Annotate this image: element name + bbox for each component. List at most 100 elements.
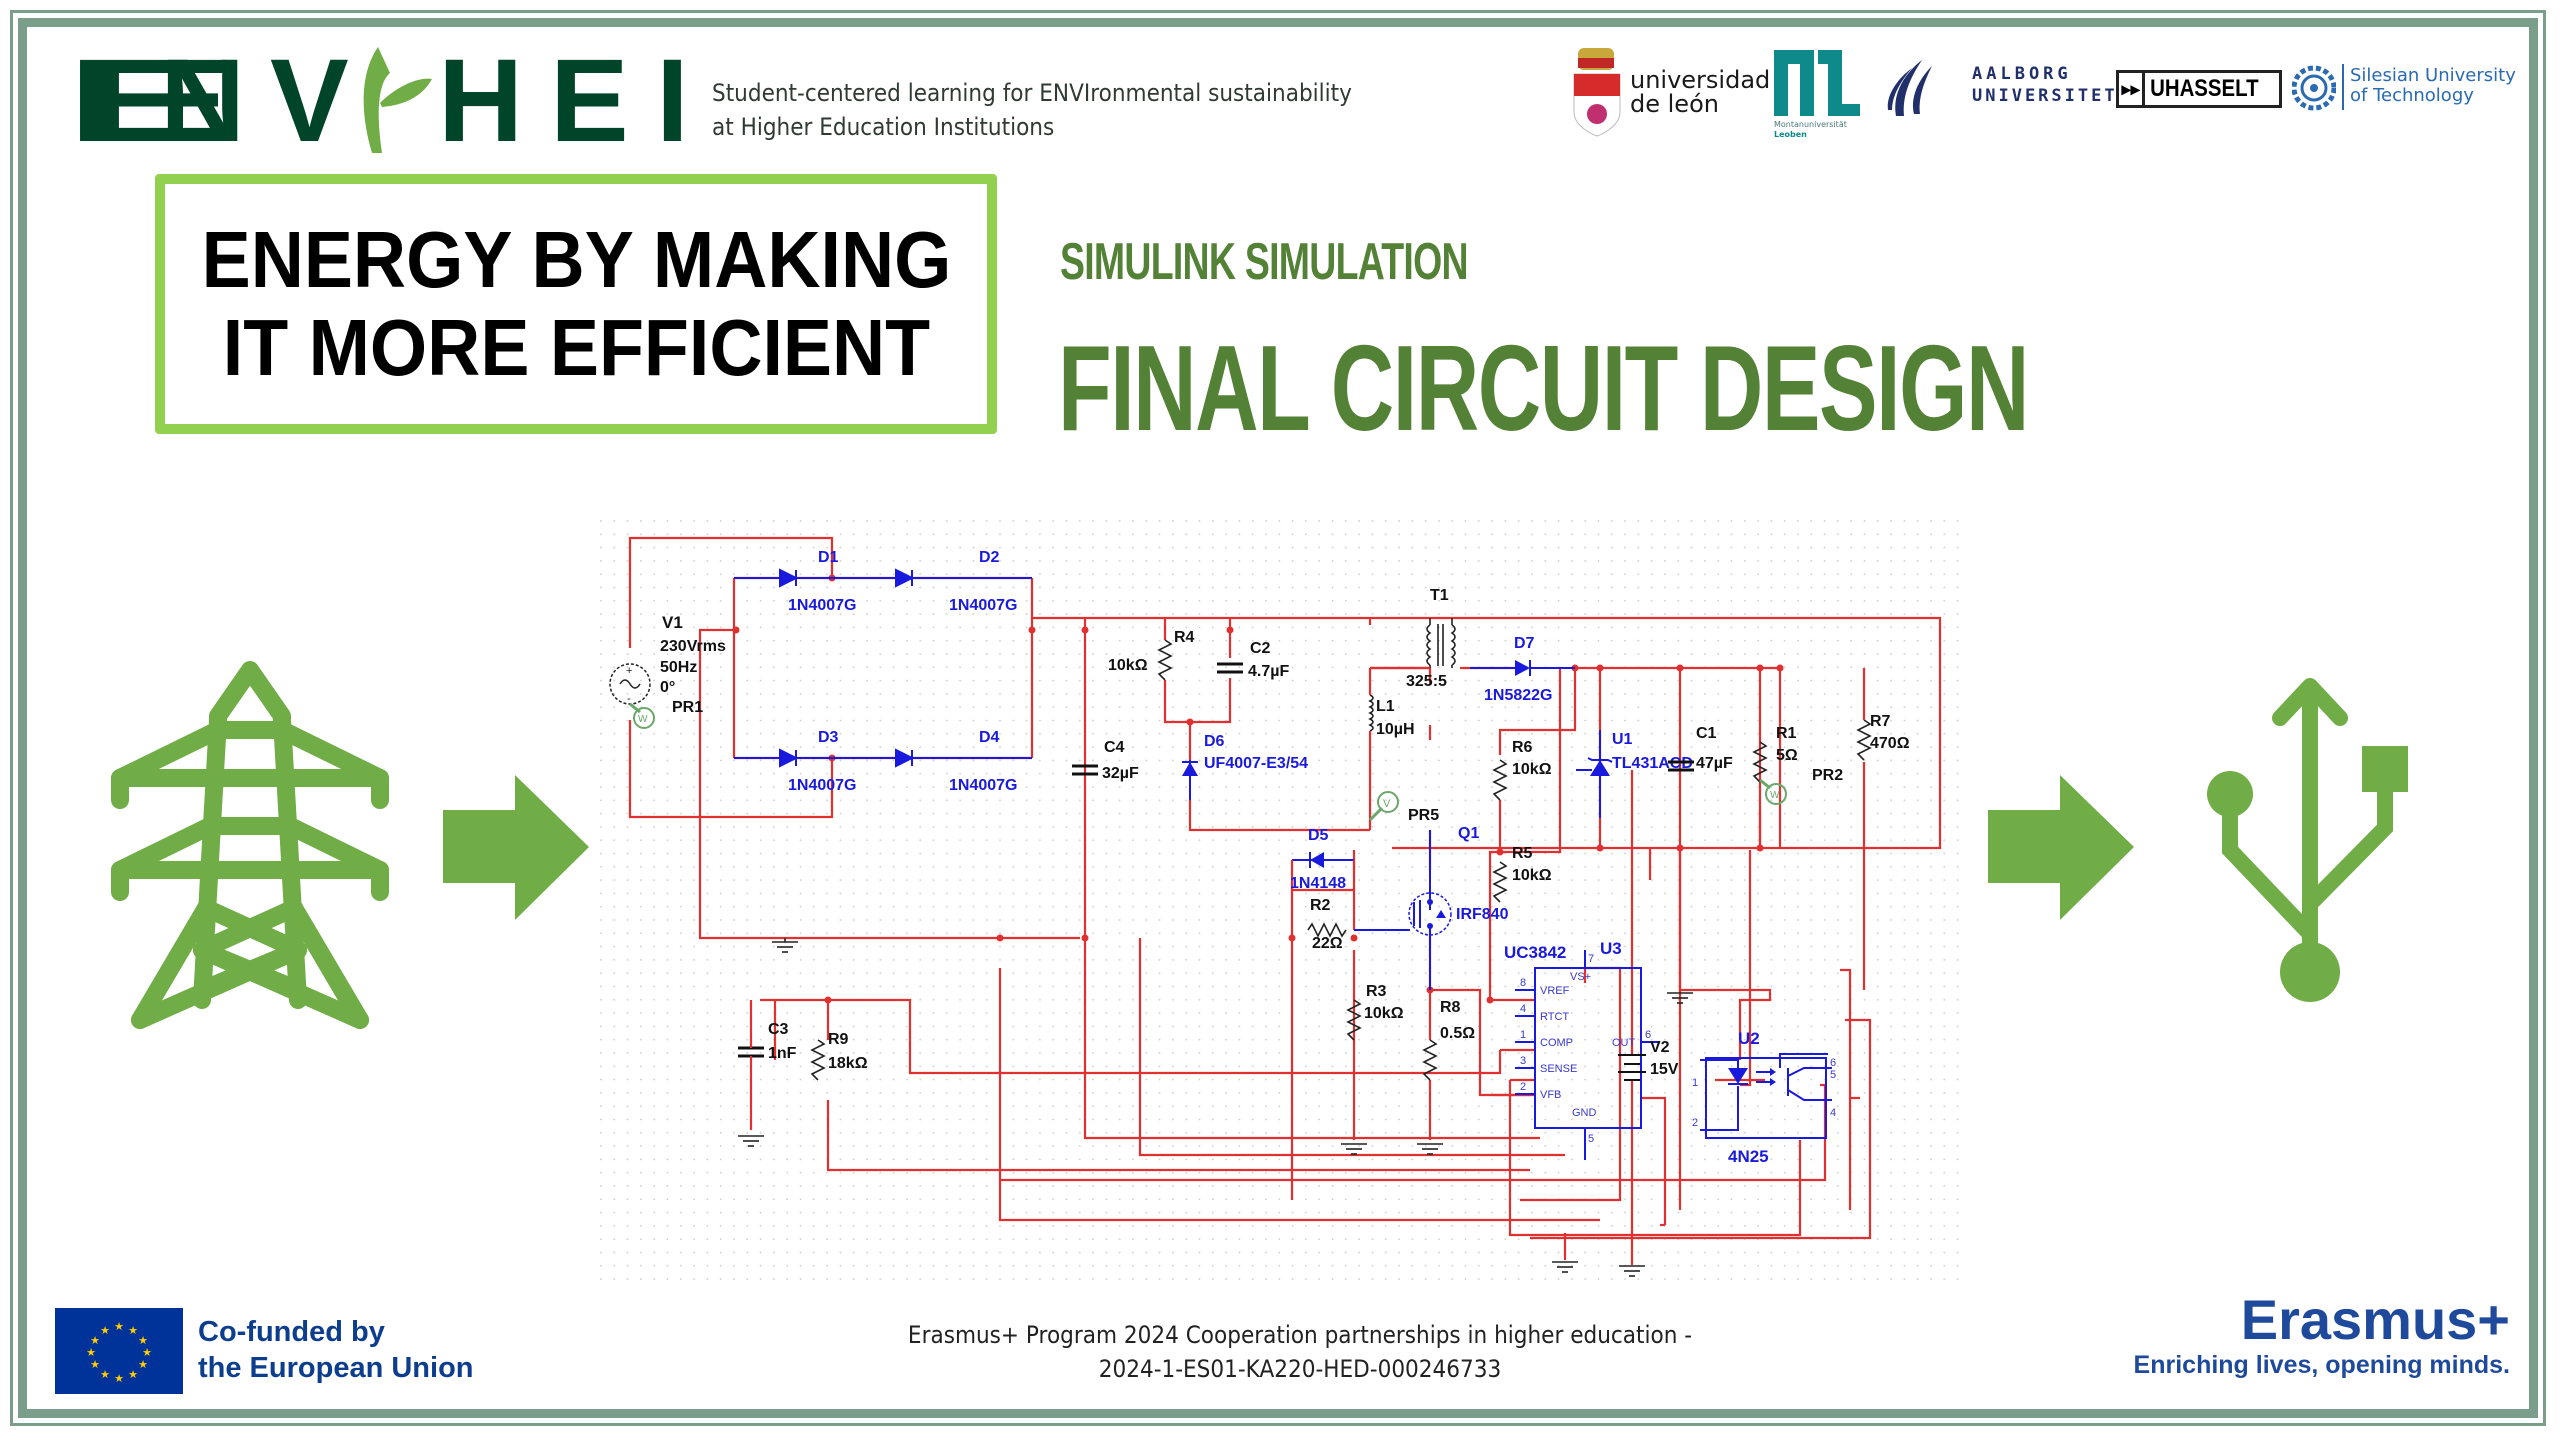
svg-text:VFB: VFB	[1540, 1089, 1561, 1101]
label-d3: D3	[818, 729, 839, 746]
partner-silesian-line1: Silesian University	[2350, 65, 2516, 86]
eu-line-2: the European Union	[198, 1352, 474, 1384]
label-d2-part: 1N4007G	[949, 597, 1018, 614]
label-d3-part: 1N4007G	[788, 777, 857, 794]
label-d5: D5	[1308, 827, 1329, 844]
logo-letters-env: E	[62, 43, 242, 153]
svg-text:5: 5	[1830, 1069, 1836, 1081]
svg-text:★: ★	[142, 1347, 152, 1359]
label-l1-value: 10µH	[1376, 721, 1415, 738]
label-c3: C3	[768, 1021, 789, 1038]
label-d4-part: 1N4007G	[949, 777, 1018, 794]
tagline-line-1: Student-centered learning for ENVIronmen…	[712, 79, 1352, 107]
wattmeter-probe-icon	[633, 707, 655, 729]
label-d7: D7	[1514, 635, 1535, 652]
slide-frame-outer	[10, 10, 2546, 1426]
label-r3-value: 10kΩ	[1364, 1005, 1404, 1022]
partner-leon-line2: de león	[1630, 90, 1719, 118]
program-line-1: Erasmus+ Program 2024 Cooperation partne…	[907, 1321, 1693, 1349]
svg-text:★: ★	[86, 1347, 96, 1359]
label-v2-value: 15V	[1650, 1061, 1679, 1078]
montanuniversitat-logo-icon	[1774, 50, 1860, 116]
partner-montan-line2: Leoben	[1774, 130, 1807, 139]
svg-text:★: ★	[128, 1325, 138, 1337]
capacitor-c1	[1668, 760, 1694, 772]
svg-text:VS+: VS+	[1570, 971, 1591, 983]
label-r1: R1	[1776, 725, 1797, 742]
label-r2-value: 22Ω	[1312, 935, 1343, 952]
schematic-grid	[600, 520, 1960, 1280]
resistor-r3	[1346, 999, 1362, 1041]
voltage-probe-icon: V	[1368, 791, 1399, 822]
label-pr1: PR1	[672, 699, 703, 716]
u2-pin-labels: 1 2 6 5 4	[1692, 1057, 1836, 1129]
label-d4: D4	[979, 729, 1000, 746]
dc-source-v2	[1618, 1054, 1646, 1081]
usb-icon	[2207, 678, 2408, 1002]
label-t1-ratio: 325:5	[1406, 673, 1447, 690]
sprout-leaf-icon	[363, 47, 432, 153]
transformer-t1	[1426, 618, 1456, 668]
label-v1: V1	[662, 613, 683, 632]
label-v1-voltage: 230Vrms	[660, 638, 726, 655]
label-r2: R2	[1310, 897, 1331, 914]
label-u3: U3	[1600, 939, 1622, 958]
ground-icon	[1417, 1143, 1443, 1155]
ground-icon	[1341, 1143, 1367, 1155]
label-c3-value: 1nF	[768, 1045, 797, 1062]
resistor-r4	[1157, 639, 1173, 681]
resistor-r7	[1856, 719, 1872, 761]
svg-text:2: 2	[1692, 1117, 1698, 1129]
label-c2-value: 4.7µF	[1248, 663, 1289, 680]
uhasselt-logo: ▸▸ UHASSELT	[2116, 70, 2282, 108]
envihei-logo: E N V H E I	[60, 43, 700, 153]
label-r9-value: 18kΩ	[828, 1055, 868, 1072]
erasmus-logo: Erasmus+ Enriching lives, opening minds.	[2134, 1290, 2510, 1380]
envihei-wordmark: E N V H E I	[62, 43, 689, 153]
arrow-right-icon-right	[1988, 775, 2134, 920]
circuit-schematic: + - W V1 230Vrms 50Hz 0° PR1 D1 1N4007G …	[600, 520, 1960, 1280]
diode-d6	[1182, 760, 1198, 800]
shunt-regulator-u1	[1576, 730, 1613, 818]
label-t1: T1	[1430, 587, 1449, 604]
logo-letter-i: I	[656, 43, 689, 153]
svg-text:6: 6	[1645, 1029, 1651, 1041]
label-r6: R6	[1512, 739, 1533, 756]
label-v1-phase: 0°	[660, 679, 675, 696]
logo-letter-h: H	[438, 43, 523, 153]
label-c4-value: 32µF	[1102, 765, 1139, 782]
silesian-gear-emblem-icon	[2292, 65, 2336, 111]
inductor-l1	[1368, 694, 1374, 732]
label-r6-value: 10kΩ	[1512, 761, 1552, 778]
svg-text:V: V	[1383, 798, 1391, 810]
label-d5-part: 1N4148	[1290, 875, 1346, 892]
ground-icon	[1552, 1261, 1578, 1273]
label-r7-value: 470Ω	[1870, 735, 1910, 752]
svg-text:★: ★	[90, 1359, 100, 1371]
partner-uhasselt-name: UHASSELT	[2150, 75, 2259, 102]
ground-icon	[738, 1135, 764, 1147]
mosfet-q1	[1354, 830, 1452, 990]
svg-text:RTCT: RTCT	[1540, 1011, 1569, 1023]
resistor-r9	[810, 1039, 826, 1081]
erasmus-slogan: Enriching lives, opening minds.	[2133, 1351, 2510, 1379]
partner-aalborg-line2: UNIVERSITET	[1972, 86, 2118, 106]
aalborg-wave-icon	[1887, 60, 1932, 116]
svg-text:★: ★	[128, 1369, 138, 1381]
label-d2: D2	[979, 549, 1000, 566]
label-r8-value: 0.5Ω	[1440, 1025, 1475, 1042]
svg-text:★: ★	[90, 1335, 100, 1347]
svg-text:★: ★	[138, 1335, 148, 1347]
partner-leon-line1: universidad	[1630, 66, 1771, 94]
label-pr5: PR5	[1408, 807, 1439, 824]
bridge-diodes	[734, 568, 1032, 768]
svg-text:VREF: VREF	[1540, 985, 1570, 997]
svg-text:COMP: COMP	[1540, 1037, 1573, 1049]
label-c2: C2	[1250, 640, 1271, 657]
partner-logos: universidad de león Montanuniversität Le…	[1560, 40, 2520, 150]
pwm-controller-u3	[1515, 950, 1660, 1160]
ground-icon	[1619, 1265, 1645, 1277]
title-line-2: IT MORE EFFICIENT	[222, 303, 930, 392]
capacitor-c2	[1217, 662, 1243, 674]
label-d6-part: UF4007-E3/54	[1204, 755, 1308, 772]
